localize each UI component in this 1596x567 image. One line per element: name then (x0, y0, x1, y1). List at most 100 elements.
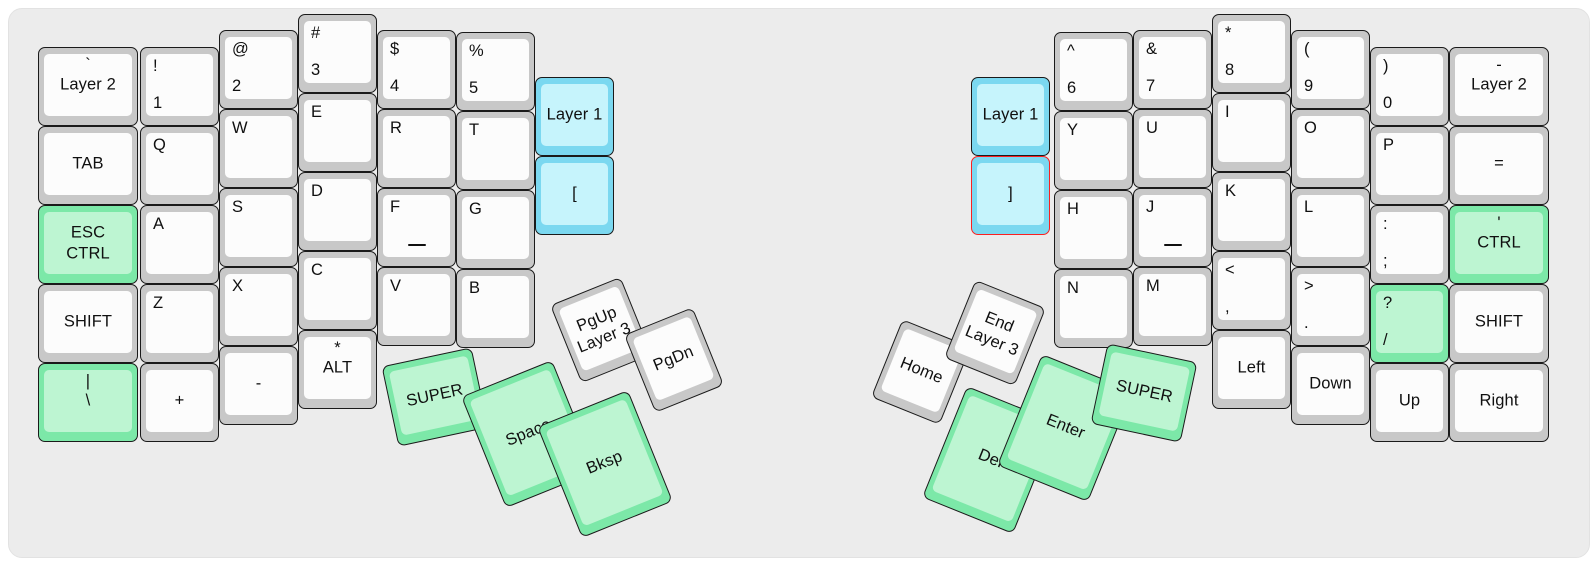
key-plus[interactable]: + (140, 363, 219, 442)
key-2[interactable]: @2 (219, 30, 298, 109)
key-a[interactable]: A (140, 205, 219, 284)
key-bracket-left[interactable]: [ (535, 156, 614, 235)
key-s[interactable]: S (219, 188, 298, 267)
key-legend: Home (897, 353, 946, 387)
key-y[interactable]: Y (1054, 111, 1133, 190)
key-bracket-right[interactable]: ] (971, 156, 1050, 235)
keycap-surface: #3 (304, 21, 371, 83)
keycap-surface: Z (146, 291, 213, 353)
key-d[interactable]: D (298, 172, 377, 251)
key-alt[interactable]: *ALT (298, 330, 377, 409)
keycap-surface: A (146, 212, 213, 274)
key-j[interactable]: J (1133, 188, 1212, 267)
keycap-surface: SHIFT (1455, 291, 1543, 353)
key-legend: 8 (1225, 60, 1235, 79)
keycap-surface: B (462, 276, 529, 338)
key-minus-layer2[interactable]: -Layer 2 (1449, 47, 1549, 126)
key-comma[interactable]: <, (1212, 251, 1291, 330)
key-8[interactable]: *8 (1212, 14, 1291, 93)
key-down-arrow[interactable]: Down (1291, 346, 1370, 425)
key-legend: Down (1309, 374, 1352, 393)
keycap-surface: *ALT (304, 337, 371, 399)
key-f[interactable]: F (377, 188, 456, 267)
key-6[interactable]: ^6 (1054, 32, 1133, 111)
key-o[interactable]: O (1291, 109, 1370, 188)
key-legend: F (390, 198, 401, 216)
key-legend: End Layer 3 (962, 307, 1022, 360)
key-u[interactable]: U (1133, 109, 1212, 188)
key-legend: * (1225, 24, 1232, 42)
key-minus[interactable]: - (219, 346, 298, 425)
key-e[interactable]: E (298, 93, 377, 172)
key-b[interactable]: B (456, 269, 535, 348)
key-legend: # (311, 24, 321, 42)
key-x[interactable]: X (219, 267, 298, 346)
key-v[interactable]: V (377, 267, 456, 346)
keycap-surface: S (225, 195, 292, 257)
key-period[interactable]: >. (1291, 267, 1370, 346)
key-legend: ( (1304, 40, 1310, 58)
key-legend: ) (1383, 57, 1389, 75)
key-slash[interactable]: ?/ (1370, 284, 1449, 363)
key-3[interactable]: #3 (298, 14, 377, 93)
key-esc-ctrl[interactable]: ESC CTRL (38, 205, 138, 284)
key-l[interactable]: L (1291, 188, 1370, 267)
key-pipe-backslash[interactable]: |\ (38, 363, 138, 442)
homing-bar-icon (1163, 243, 1182, 246)
key-legend: = (1494, 154, 1504, 173)
key-5[interactable]: %5 (456, 32, 535, 111)
homing-bar-icon (407, 243, 426, 246)
key-legend: G (469, 200, 482, 218)
key-right-arrow[interactable]: Right (1449, 363, 1549, 442)
keycap-surface: U (1139, 116, 1206, 178)
key-legend: S (232, 198, 244, 216)
key-quote-ctrl[interactable]: 'CTRL (1449, 205, 1549, 284)
keycap-surface: *8 (1218, 21, 1285, 83)
keycap-surface: J (1139, 195, 1206, 257)
key-equal[interactable]: = (1449, 126, 1549, 205)
key-w[interactable]: W (219, 109, 298, 188)
key-tab[interactable]: TAB (38, 126, 138, 205)
key-left-arrow[interactable]: Left (1212, 330, 1291, 409)
key-shift-left[interactable]: SHIFT (38, 284, 138, 363)
key-1[interactable]: !1 (140, 47, 219, 126)
key-legend: ALT (322, 358, 353, 377)
keycap-surface: ?/ (1376, 291, 1443, 353)
key-9[interactable]: (9 (1291, 30, 1370, 109)
key-c[interactable]: C (298, 251, 377, 330)
key-legend: * (334, 339, 341, 357)
key-layer1-right[interactable]: Layer 1 (971, 77, 1050, 156)
key-semicolon[interactable]: :; (1370, 205, 1449, 284)
key-7[interactable]: &7 (1133, 30, 1212, 109)
keycap-surface: N (1060, 276, 1127, 338)
key-shift-right[interactable]: SHIFT (1449, 284, 1549, 363)
key-z[interactable]: Z (140, 284, 219, 363)
keycap-surface: TAB (44, 133, 132, 195)
key-k[interactable]: K (1212, 172, 1291, 251)
key-legend: O (1304, 119, 1317, 137)
key-legend: K (1225, 182, 1237, 200)
key-r[interactable]: R (377, 109, 456, 188)
key-h[interactable]: H (1054, 190, 1133, 269)
key-n[interactable]: N (1054, 269, 1133, 348)
key-up-arrow[interactable]: Up (1370, 363, 1449, 442)
key-layer1-left[interactable]: Layer 1 (535, 77, 614, 156)
key-legend: - (255, 374, 262, 393)
key-p[interactable]: P (1370, 126, 1449, 205)
key-q[interactable]: Q (140, 126, 219, 205)
key-g[interactable]: G (456, 190, 535, 269)
key-legend: L (1304, 198, 1314, 216)
key-0[interactable]: )0 (1370, 47, 1449, 126)
key-legend: P (1383, 136, 1395, 154)
key-m[interactable]: M (1133, 267, 1212, 346)
key-grave-layer2[interactable]: `Layer 2 (38, 47, 138, 126)
keycap-surface: L (1297, 195, 1364, 257)
key-4[interactable]: $4 (377, 30, 456, 109)
keycap-surface: C (304, 258, 371, 320)
key-legend: H (1067, 200, 1080, 218)
key-legend: SHIFT (1474, 312, 1524, 331)
keycap-surface: E (304, 100, 371, 162)
key-t[interactable]: T (456, 111, 535, 190)
key-i[interactable]: I (1212, 93, 1291, 172)
